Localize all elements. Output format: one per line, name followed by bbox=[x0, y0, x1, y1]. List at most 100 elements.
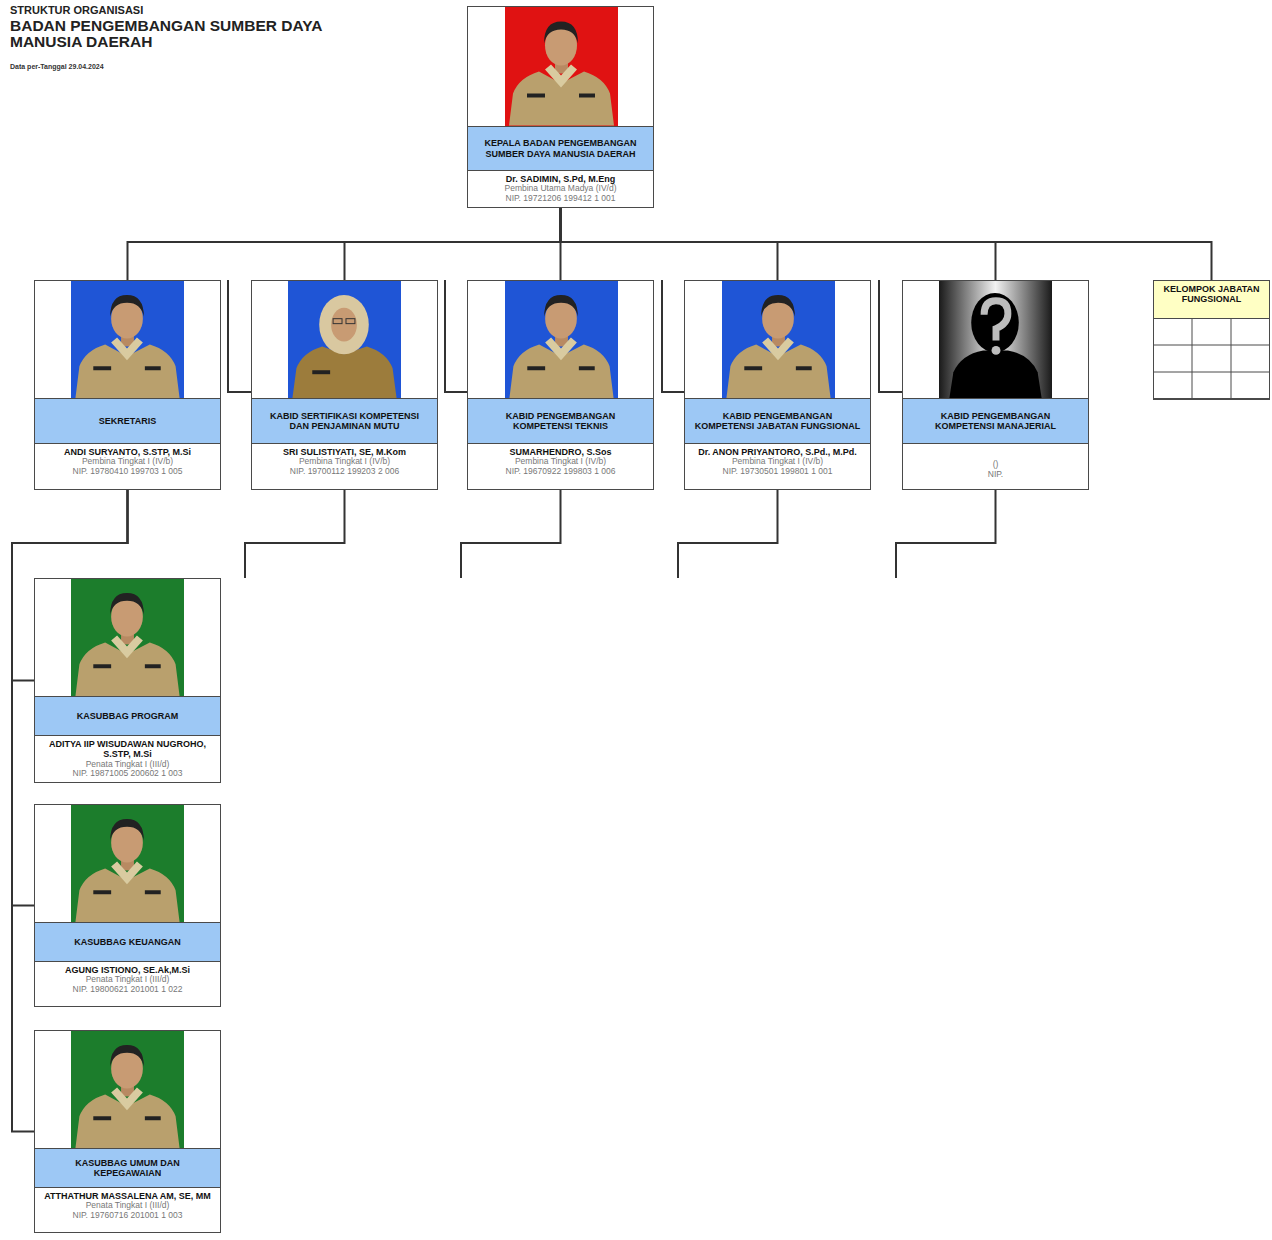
officer-detail: NIP. bbox=[907, 470, 1084, 480]
officer-detail: NIP. 19780410 199703 1 005 bbox=[39, 467, 216, 477]
portrait bbox=[75, 593, 179, 696]
officer-detail: () bbox=[907, 460, 1084, 470]
position-box: KABID PENGEMBANGAN KOMPETENSI TEKNIS SUMA… bbox=[467, 280, 654, 490]
placeholder-portrait bbox=[949, 293, 1041, 398]
position-title: KASUBBAG KEUANGAN bbox=[74, 937, 181, 947]
officer-name: SRI SULISTIYATI, SE, M.Kom bbox=[256, 447, 433, 457]
side-line bbox=[228, 280, 902, 392]
officer-info: ()NIP. bbox=[903, 444, 1088, 489]
title-band: SEKRETARIS bbox=[35, 398, 220, 444]
position-box: SEKRETARIS ANDI SURYANTO, S.STP, M.SiPemb… bbox=[34, 280, 221, 490]
position-box: KASUBBAG UMUM DAN KEPEGAWAIAN ATTHATHUR M… bbox=[34, 1030, 221, 1233]
photo-space bbox=[35, 1031, 220, 1148]
officer-detail: NIP. 19730501 199801 1 001 bbox=[689, 467, 866, 477]
position-title: KASUBBAG UMUM DAN KEPEGAWAIAN bbox=[43, 1158, 212, 1178]
officer-detail: Pembina Tingkat I (IV/b) bbox=[39, 457, 216, 467]
position-box: KABID PENGEMBANGAN KOMPETENSI MANAJERIAL… bbox=[902, 280, 1089, 490]
group-box: KELOMPOK JABATAN FUNGSIONAL bbox=[1153, 280, 1270, 400]
org-connector bbox=[561, 208, 996, 280]
title-band: KASUBBAG UMUM DAN KEPEGAWAIAN bbox=[35, 1148, 220, 1188]
officer-info: Dr. SADIMIN, S.Pd, M.EngPembina Utama Ma… bbox=[468, 171, 653, 207]
photo-space bbox=[685, 281, 870, 398]
photo-bg bbox=[939, 281, 1052, 398]
officer-detail: Penata Tingkat I (III/d) bbox=[39, 1201, 216, 1211]
officer-detail: Penata Tingkat I (III/d) bbox=[39, 975, 216, 985]
org-connector bbox=[12, 490, 128, 681]
officer-name: ATTHATHUR MASSALENA AM, SE, MM bbox=[39, 1191, 216, 1201]
position-title: KABID PENGEMBANGAN KOMPETENSI JABATAN FU… bbox=[693, 411, 862, 431]
stub-line bbox=[245, 490, 345, 578]
title-band: KASUBBAG KEUANGAN bbox=[35, 922, 220, 962]
position-title: SEKRETARIS bbox=[99, 416, 156, 426]
photo-bg bbox=[71, 579, 184, 696]
officer-name: AGUNG ISTIONO, SE.Ak,M.Si bbox=[39, 965, 216, 975]
officer-detail: NIP. 19670922 199803 1 006 bbox=[472, 467, 649, 477]
officer-info: Dr. ANON PRIYANTORO, S.Pd., M.Pd.Pembina… bbox=[685, 444, 870, 489]
photo-space bbox=[903, 281, 1088, 398]
date-note: Data per-Tanggal 29.04.2024 bbox=[10, 63, 104, 70]
officer-info: SUMARHENDRO, S.SosPembina Tingkat I (IV/… bbox=[468, 444, 653, 489]
photo-bg bbox=[722, 281, 835, 398]
portrait bbox=[509, 22, 614, 126]
officer-detail: Penata Tingkat I (III/d) bbox=[39, 760, 216, 770]
photo-space bbox=[35, 281, 220, 398]
officer-info: ANDI SURYANTO, S.STP, M.SiPembina Tingka… bbox=[35, 444, 220, 489]
officer-detail: NIP. 19800621 201001 1 022 bbox=[39, 985, 216, 995]
photo-space bbox=[468, 7, 653, 126]
officer-detail: NIP. 19871005 200602 1 003 bbox=[39, 769, 216, 779]
officer-info: ATTHATHUR MASSALENA AM, SE, MMPenata Tin… bbox=[35, 1188, 220, 1232]
position-title: KEPALA BADAN PENGEMBANGAN SUMBER DAYA MA… bbox=[476, 138, 645, 158]
officer-info: ADITYA IIP WISUDAWAN NUGROHO, S.STP, M.S… bbox=[35, 736, 220, 782]
officer-name: Dr. ANON PRIYANTORO, S.Pd., M.Pd. bbox=[689, 447, 866, 457]
officer-name: SUMARHENDRO, S.Sos bbox=[472, 447, 649, 457]
photo-bg bbox=[288, 281, 401, 398]
title-band: KASUBBAG PROGRAM bbox=[35, 696, 220, 736]
officer-info: AGUNG ISTIONO, SE.Ak,M.SiPenata Tingkat … bbox=[35, 962, 220, 1006]
stub-line bbox=[461, 490, 561, 578]
portrait bbox=[509, 295, 613, 398]
title-band: KABID PENGEMBANGAN KOMPETENSI JABATAN FU… bbox=[685, 398, 870, 444]
officer-detail: NIP. 19700112 199203 2 006 bbox=[256, 467, 433, 477]
position-title: KASUBBAG PROGRAM bbox=[77, 711, 179, 721]
photo-space bbox=[35, 579, 220, 696]
photo-bg bbox=[71, 281, 184, 398]
stub-line bbox=[896, 490, 996, 578]
position-title: KABID PENGEMBANGAN KOMPETENSI TEKNIS bbox=[476, 411, 645, 431]
portrait bbox=[75, 819, 179, 922]
officer-name: ANDI SURYANTO, S.STP, M.Si bbox=[39, 447, 216, 457]
photo-space bbox=[468, 281, 653, 398]
table-space bbox=[1154, 319, 1269, 399]
stub-line bbox=[678, 490, 778, 578]
photo-bg bbox=[505, 281, 618, 398]
group-header: KELOMPOK JABATAN FUNGSIONAL bbox=[1154, 281, 1269, 319]
title: BADAN PENGEMBANGAN SUMBER DAYA MANUSIA D… bbox=[10, 18, 355, 51]
table-grid bbox=[1153, 318, 1270, 398]
photo-bg bbox=[71, 805, 184, 922]
position-title: KABID SERTIFIKASI KOMPETENSI DAN PENJAMI… bbox=[260, 411, 429, 431]
officer-detail: Pembina Tingkat I (IV/b) bbox=[689, 457, 866, 467]
position-box: KABID SERTIFIKASI KOMPETENSI DAN PENJAMI… bbox=[251, 280, 438, 490]
officer-name: ADITYA IIP WISUDAWAN NUGROHO, S.STP, M.S… bbox=[39, 739, 216, 760]
position-box: KABID PENGEMBANGAN KOMPETENSI JABATAN FU… bbox=[684, 280, 871, 490]
photo-bg bbox=[71, 1031, 184, 1148]
org-connector bbox=[345, 208, 561, 280]
org-connector bbox=[561, 208, 1212, 280]
portrait bbox=[726, 295, 830, 398]
org-heading: STRUKTUR ORGANISASI bbox=[10, 4, 143, 16]
group-title: KELOMPOK JABATAN FUNGSIONAL bbox=[1158, 284, 1265, 304]
photo-space bbox=[252, 281, 437, 398]
org-connector bbox=[12, 490, 128, 1132]
position-title: KABID PENGEMBANGAN KOMPETENSI MANAJERIAL bbox=[911, 411, 1080, 431]
photo-space bbox=[35, 805, 220, 922]
portrait bbox=[75, 295, 179, 398]
empty-table bbox=[1153, 318, 1270, 399]
photo-bg bbox=[505, 7, 618, 126]
officer-name: Dr. SADIMIN, S.Pd, M.Eng bbox=[472, 174, 649, 184]
officer-detail: Pembina Tingkat I (IV/b) bbox=[256, 457, 433, 467]
officer-detail: Pembina Utama Madya (IV/d) bbox=[472, 184, 649, 194]
title-band: KABID SERTIFIKASI KOMPETENSI DAN PENJAMI… bbox=[252, 398, 437, 444]
title-band: KABID PENGEMBANGAN KOMPETENSI TEKNIS bbox=[468, 398, 653, 444]
portrait bbox=[75, 1045, 179, 1148]
title-band: KEPALA BADAN PENGEMBANGAN SUMBER DAYA MA… bbox=[468, 126, 653, 171]
table-frame bbox=[1154, 319, 1270, 399]
